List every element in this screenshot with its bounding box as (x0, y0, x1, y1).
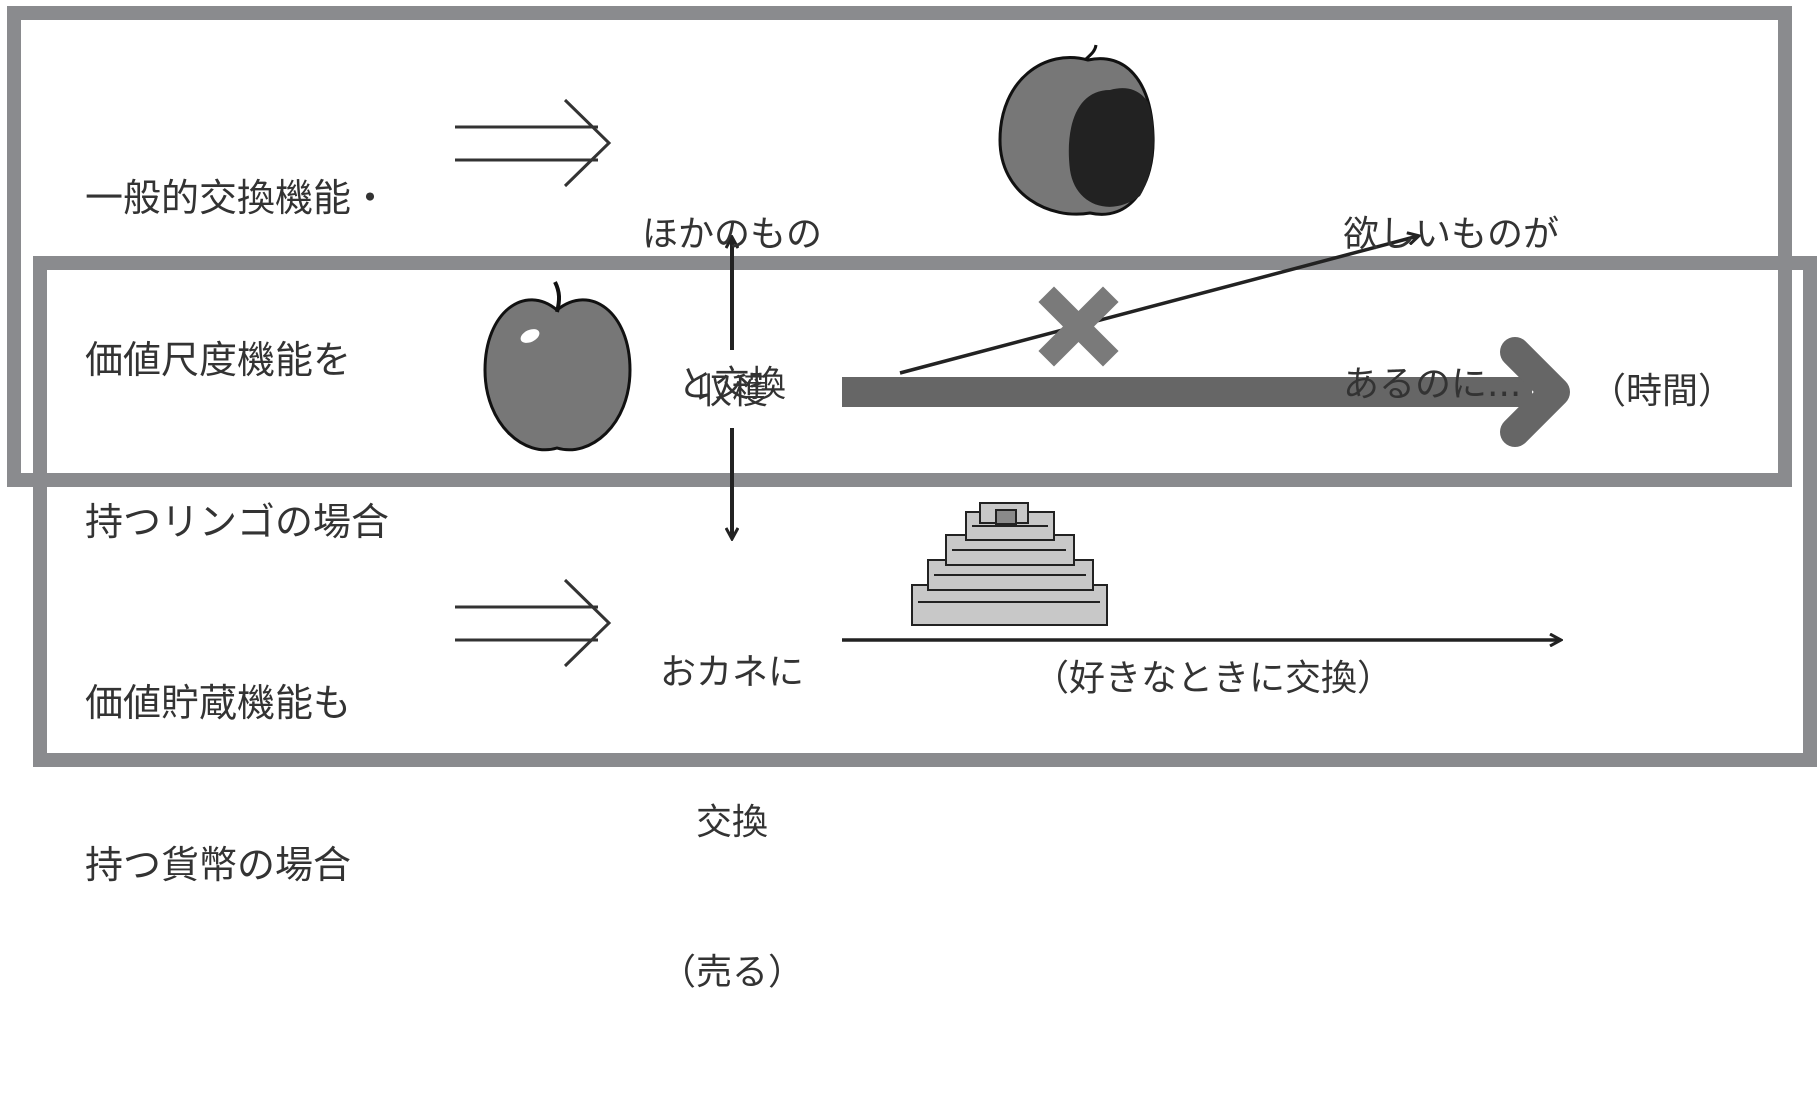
diagram-graphics (7, 6, 1817, 767)
double-arrow-bottom (455, 578, 612, 668)
top-box-label-line: 価値尺度機能を (85, 338, 352, 382)
double-arrow-top (455, 98, 612, 188)
bottom-box-label-line: 持つ貨幣の場合 (85, 843, 352, 887)
bottom-box-frame (33, 256, 1817, 767)
wish-line: あるのに... (1343, 364, 1522, 405)
wish-text: 欲しいものが あるのに... (1343, 110, 1559, 510)
time-arrow (842, 337, 1570, 447)
top-box-frame (7, 6, 1792, 487)
anytime-label: （好きなときに交換） (1033, 658, 1394, 699)
top-exchange-line: と交換 (677, 364, 786, 405)
apple-icon (483, 281, 632, 452)
wish-arrow (899, 236, 1418, 375)
top-exchange-line: ほかのもの (641, 214, 822, 255)
top-box-label-line: 一般的交換機能・ (85, 176, 390, 220)
rotten-apple-icon (998, 44, 1155, 216)
bottom-box-label-line: 価値貯蔵機能も (85, 681, 352, 725)
bottom-exchange-line: 交換 (695, 802, 768, 843)
top-exchange-text: ほかのもの と交換 (632, 110, 832, 510)
money-stack-icon (911, 502, 1108, 626)
bottom-exchange-line: （売る） (659, 952, 804, 993)
top-box-label: 一般的交換機能・ 価値尺度機能を 持つリンゴの場合 (85, 63, 389, 657)
harvest-label: 収穫 (695, 371, 768, 412)
time-label: （時間） (1590, 371, 1735, 412)
cross-icon (1038, 286, 1119, 367)
top-box-label-line: 持つリンゴの場合 (85, 500, 390, 544)
bottom-box-label: 価値貯蔵機能も 持つ貨幣の場合 (85, 568, 351, 1000)
wish-line: 欲しいものが (1343, 214, 1560, 255)
diagram: 一般的交換機能・ 価値尺度機能を 持つリンゴの場合 ほかのもの と交換 欲しいも… (7, 6, 1817, 993)
bottom-exchange-text: おカネに 交換 （売る） (632, 548, 832, 1098)
bottom-exchange-line: おカネに (659, 652, 804, 693)
